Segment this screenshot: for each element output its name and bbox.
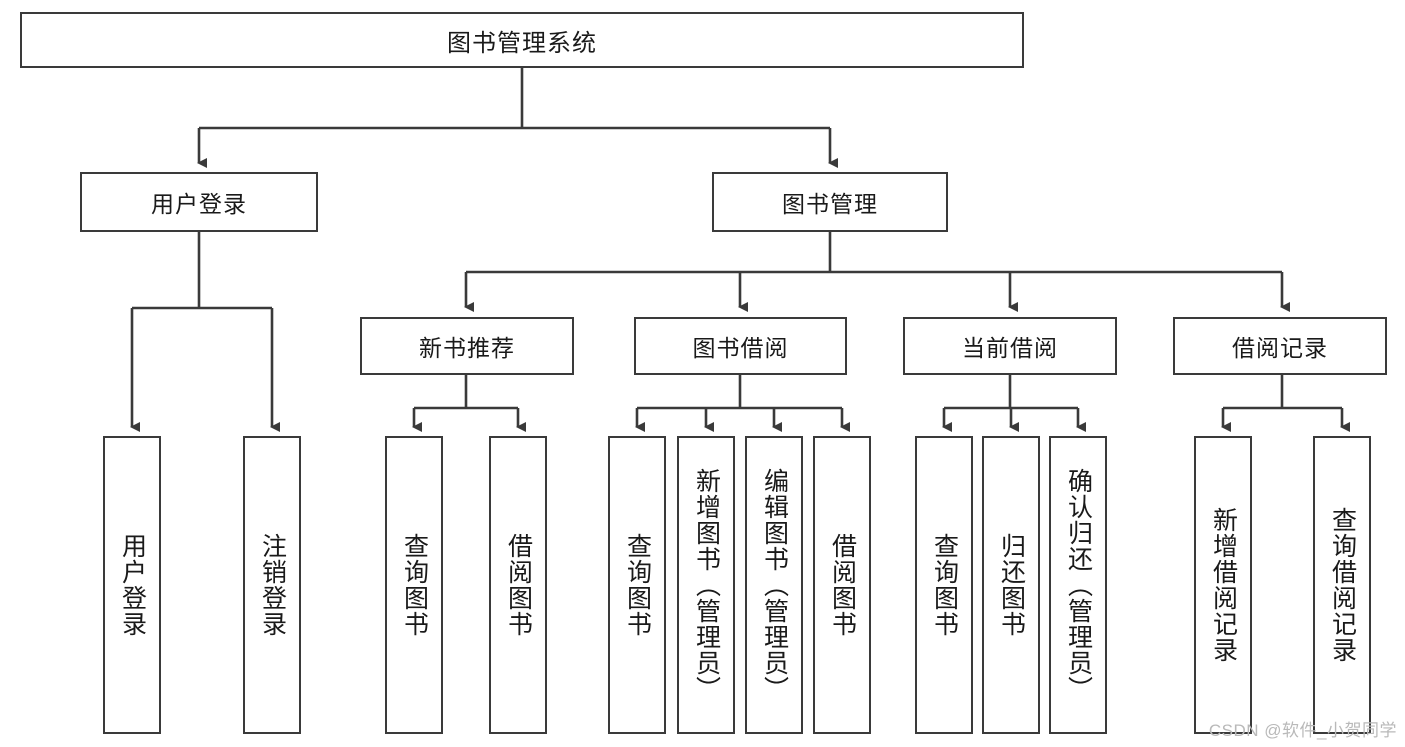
leaf-query-book-3[interactable]: 查询图书 — [915, 436, 973, 734]
leaf-query-record[interactable]: 查询借阅记录 — [1313, 436, 1371, 734]
node-user-login[interactable]: 用户登录 — [80, 172, 318, 232]
node-book-manage[interactable]: 图书管理 — [712, 172, 948, 232]
node-book-borrow[interactable]: 图书借阅 — [634, 317, 847, 375]
leaf-query-book-2-label: 查询图书 — [623, 533, 652, 637]
leaf-confirm-return-label: 确认归还（管理员） — [1064, 468, 1093, 702]
leaf-return-book[interactable]: 归还图书 — [982, 436, 1040, 734]
leaf-query-book-1-label: 查询图书 — [400, 533, 429, 637]
leaf-logout-label: 注销登录 — [258, 533, 287, 637]
node-new-book-recommend-label: 新书推荐 — [419, 335, 515, 361]
leaf-query-book-1[interactable]: 查询图书 — [385, 436, 443, 734]
node-book-borrow-label: 图书借阅 — [692, 335, 789, 361]
csdn-watermark: CSDN @软件_小贺同学 — [1208, 721, 1397, 740]
leaf-add-book-label: 新增图书（管理员） — [692, 468, 721, 702]
leaf-query-record-label: 查询借阅记录 — [1328, 507, 1357, 663]
leaf-borrow-book-2[interactable]: 借阅图书 — [813, 436, 871, 734]
leaf-edit-book[interactable]: 编辑图书（管理员） — [745, 436, 803, 734]
node-user-login-label: 用户登录 — [151, 191, 247, 217]
leaf-user-login-label: 用户登录 — [118, 533, 147, 637]
leaf-borrow-book-1[interactable]: 借阅图书 — [489, 436, 547, 734]
leaf-add-record-label: 新增借阅记录 — [1209, 507, 1238, 663]
leaf-query-book-3-label: 查询图书 — [930, 533, 959, 637]
leaf-confirm-return[interactable]: 确认归还（管理员） — [1049, 436, 1107, 734]
leaf-logout[interactable]: 注销登录 — [243, 436, 301, 734]
leaf-query-book-2[interactable]: 查询图书 — [608, 436, 666, 734]
node-book-manage-label: 图书管理 — [782, 191, 878, 217]
leaf-borrow-book-2-label: 借阅图书 — [828, 533, 857, 637]
node-root-label: 图书管理系统 — [447, 29, 597, 57]
node-borrow-record-label: 借阅记录 — [1232, 335, 1328, 361]
node-new-book-recommend[interactable]: 新书推荐 — [360, 317, 574, 375]
leaf-return-book-label: 归还图书 — [997, 533, 1026, 637]
leaf-add-book[interactable]: 新增图书（管理员） — [677, 436, 735, 734]
node-root-book-management-system[interactable]: 图书管理系统 — [20, 12, 1024, 68]
leaf-edit-book-label: 编辑图书（管理员） — [760, 468, 789, 702]
node-current-borrow-label: 当前借阅 — [962, 335, 1058, 361]
leaf-add-record[interactable]: 新增借阅记录 — [1194, 436, 1252, 734]
node-borrow-record[interactable]: 借阅记录 — [1173, 317, 1387, 375]
leaf-user-login[interactable]: 用户登录 — [103, 436, 161, 734]
leaf-borrow-book-1-label: 借阅图书 — [504, 533, 533, 637]
node-current-borrow[interactable]: 当前借阅 — [903, 317, 1117, 375]
